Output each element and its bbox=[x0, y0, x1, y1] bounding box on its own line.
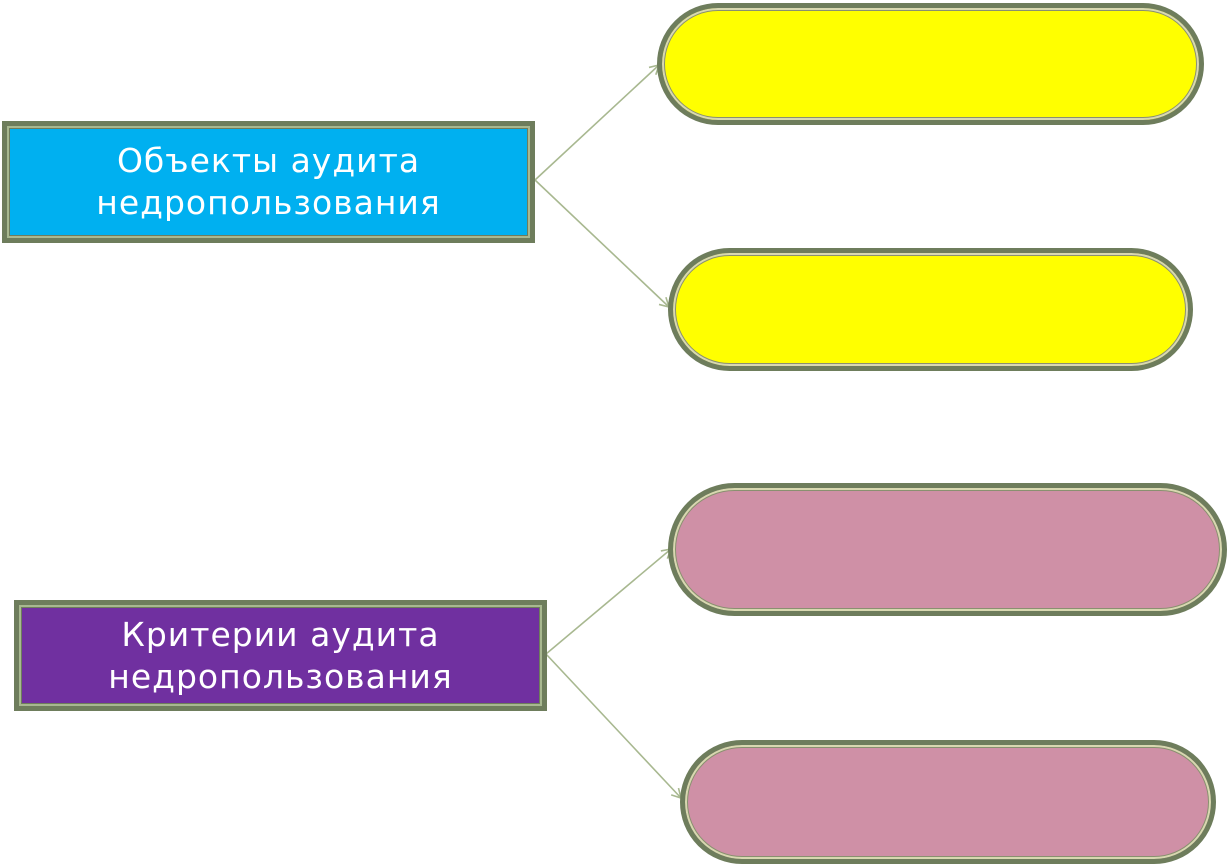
objects-target-pill-2 bbox=[668, 248, 1193, 371]
arrow-objects-to-pill-1 bbox=[534, 63, 661, 181]
arrow-criteria-to-pill-4 bbox=[545, 653, 683, 800]
objects-target-pill-1 bbox=[657, 3, 1204, 125]
arrow-objects-to-pill-2 bbox=[534, 179, 671, 309]
criteria-target-pill-2 bbox=[680, 740, 1216, 864]
objects-node-line-2: недропользования bbox=[96, 183, 441, 222]
criteria-node: Критерии аудита недропользования bbox=[14, 600, 547, 711]
objects-node-line-1: Объекты аудита bbox=[116, 141, 421, 180]
criteria-node-line-1: Критерии аудита bbox=[121, 614, 440, 654]
criteria-node-line-2: недропользования bbox=[108, 656, 453, 696]
objects-node: Объекты аудита недропользования bbox=[2, 121, 535, 243]
criteria-node-text: Критерии аудита недропользования bbox=[108, 614, 452, 698]
arrow-criteria-to-pill-3 bbox=[545, 547, 673, 655]
objects-node-text: Объекты аудита недропользования bbox=[96, 140, 440, 224]
criteria-target-pill-1 bbox=[668, 483, 1227, 616]
